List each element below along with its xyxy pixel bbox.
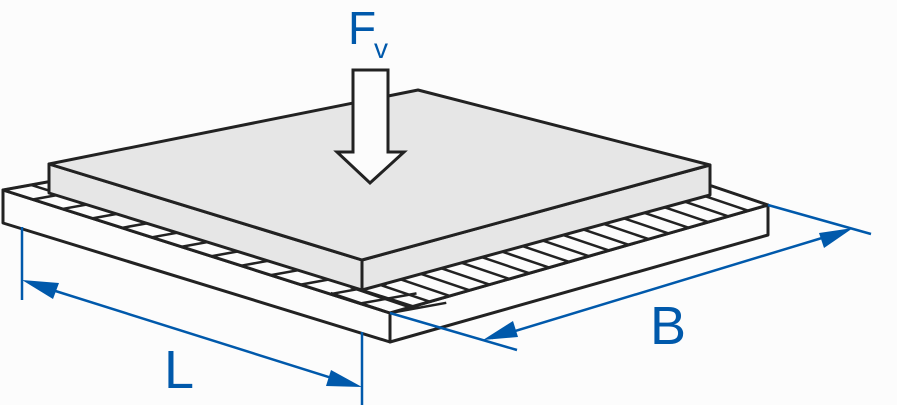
hatch-line	[330, 291, 391, 315]
dimension-b	[389, 203, 872, 352]
extension-line-b-back	[767, 203, 872, 236]
hatch-line	[708, 183, 769, 207]
dimension-l	[20, 227, 364, 405]
dimension-line-l	[29, 281, 355, 387]
dimension-line-b	[491, 229, 846, 340]
arrowhead-icon	[326, 370, 362, 387]
extension-line-b-front	[389, 311, 518, 352]
length-label: L	[164, 340, 194, 400]
force-arrow-icon	[333, 68, 408, 186]
force-subscript-label: v	[374, 33, 388, 64]
arrowhead-icon	[819, 228, 853, 248]
arrowhead-icon	[22, 280, 59, 299]
arrowhead-icon	[483, 321, 518, 340]
force-label: F	[348, 2, 376, 54]
width-label: B	[650, 296, 686, 356]
